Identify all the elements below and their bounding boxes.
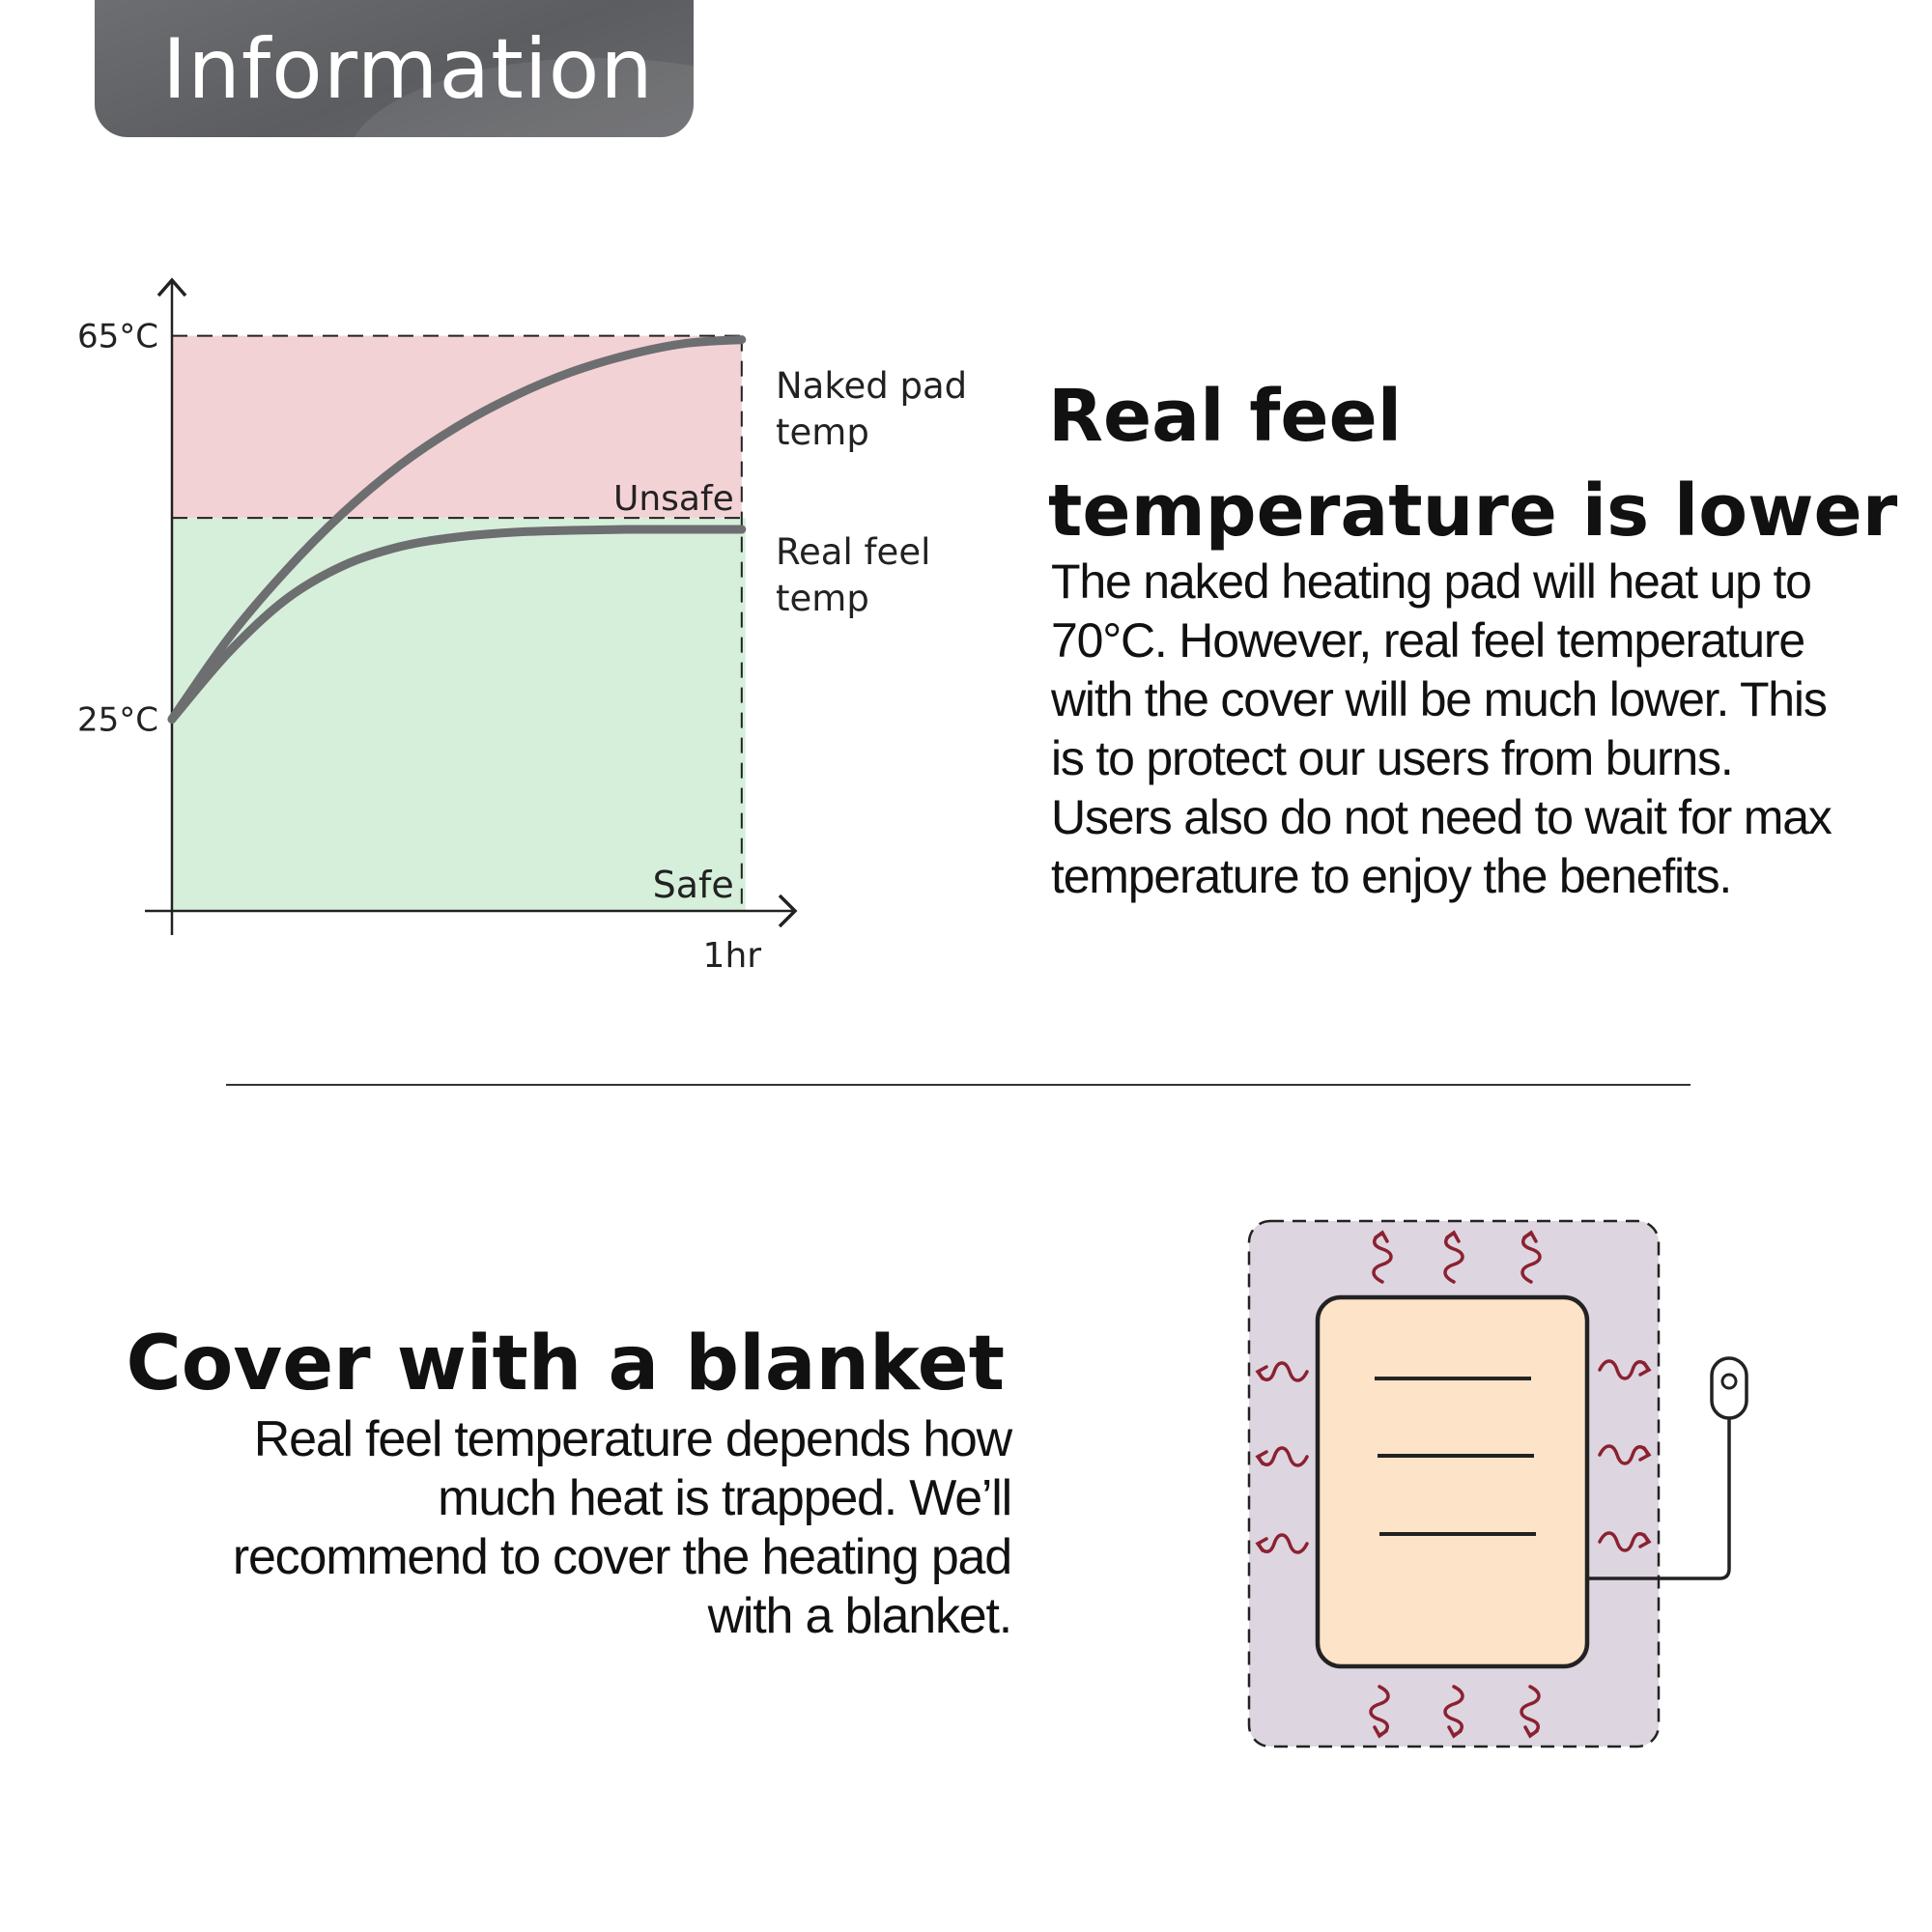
heat-wave-icon <box>1520 1685 1541 1739</box>
heat-wave-icon <box>1520 1230 1542 1284</box>
heat-wave-icon <box>1369 1685 1390 1739</box>
series-line-real-feel <box>167 525 747 724</box>
heat-wave-icon <box>1443 1230 1464 1284</box>
series-label-line: temp <box>776 578 869 619</box>
heat-wave-icon <box>1598 1359 1652 1380</box>
power-plug <box>1710 1356 1748 1420</box>
heat-wave-icon <box>1598 1444 1652 1465</box>
page-title: Information <box>162 21 654 118</box>
section2-heading: Cover with a blanket <box>126 1321 1005 1407</box>
series-label-line: temp <box>776 412 869 453</box>
y-tick-label-max: 65°C <box>77 318 158 356</box>
section-divider <box>226 1084 1690 1086</box>
power-plug-button <box>1720 1373 1738 1390</box>
heating-pad <box>1315 1294 1590 1669</box>
y-axis-arrow-icon <box>156 277 187 298</box>
unsafe-zone-label: Unsafe <box>613 479 734 519</box>
section1-heading: Real feel temperature is lower <box>1048 375 1898 553</box>
series-label-real-feel: Real feel temp <box>776 531 930 619</box>
section1-body: The naked heating pad will heat up to 70… <box>1051 554 1833 903</box>
heat-wave-icon <box>1255 1361 1309 1382</box>
heat-wave-icon <box>1598 1531 1652 1552</box>
series-line-naked-pad <box>167 335 747 724</box>
heat-wave-icon <box>1255 1533 1309 1554</box>
x-tick-label-1hr: 1hr <box>703 936 762 976</box>
series-label-line: Naked pad <box>776 365 967 407</box>
safe-zone <box>172 518 746 911</box>
power-cord <box>1587 1417 1731 1580</box>
section2-body: Real feel temperature depends how much h… <box>232 1411 1012 1644</box>
y-tick-label-start: 25°C <box>77 701 158 740</box>
series-label-line: Real feel <box>776 531 930 573</box>
heat-waves-left <box>1255 1361 1309 1554</box>
blanket-area <box>1247 1219 1661 1748</box>
safe-zone-label: Safe <box>653 864 734 906</box>
heat-wave-icon <box>1443 1685 1464 1739</box>
heat-waves-bottom <box>1369 1685 1541 1739</box>
x-axis-arrow-icon <box>778 894 798 928</box>
heat-wave-icon <box>1255 1446 1309 1467</box>
heat-wave-icon <box>1372 1230 1393 1284</box>
heat-waves-top <box>1372 1230 1542 1284</box>
series-label-naked-pad: Naked pad temp <box>776 365 967 453</box>
information-tab: Information <box>95 0 694 137</box>
heat-waves-right <box>1598 1359 1652 1552</box>
